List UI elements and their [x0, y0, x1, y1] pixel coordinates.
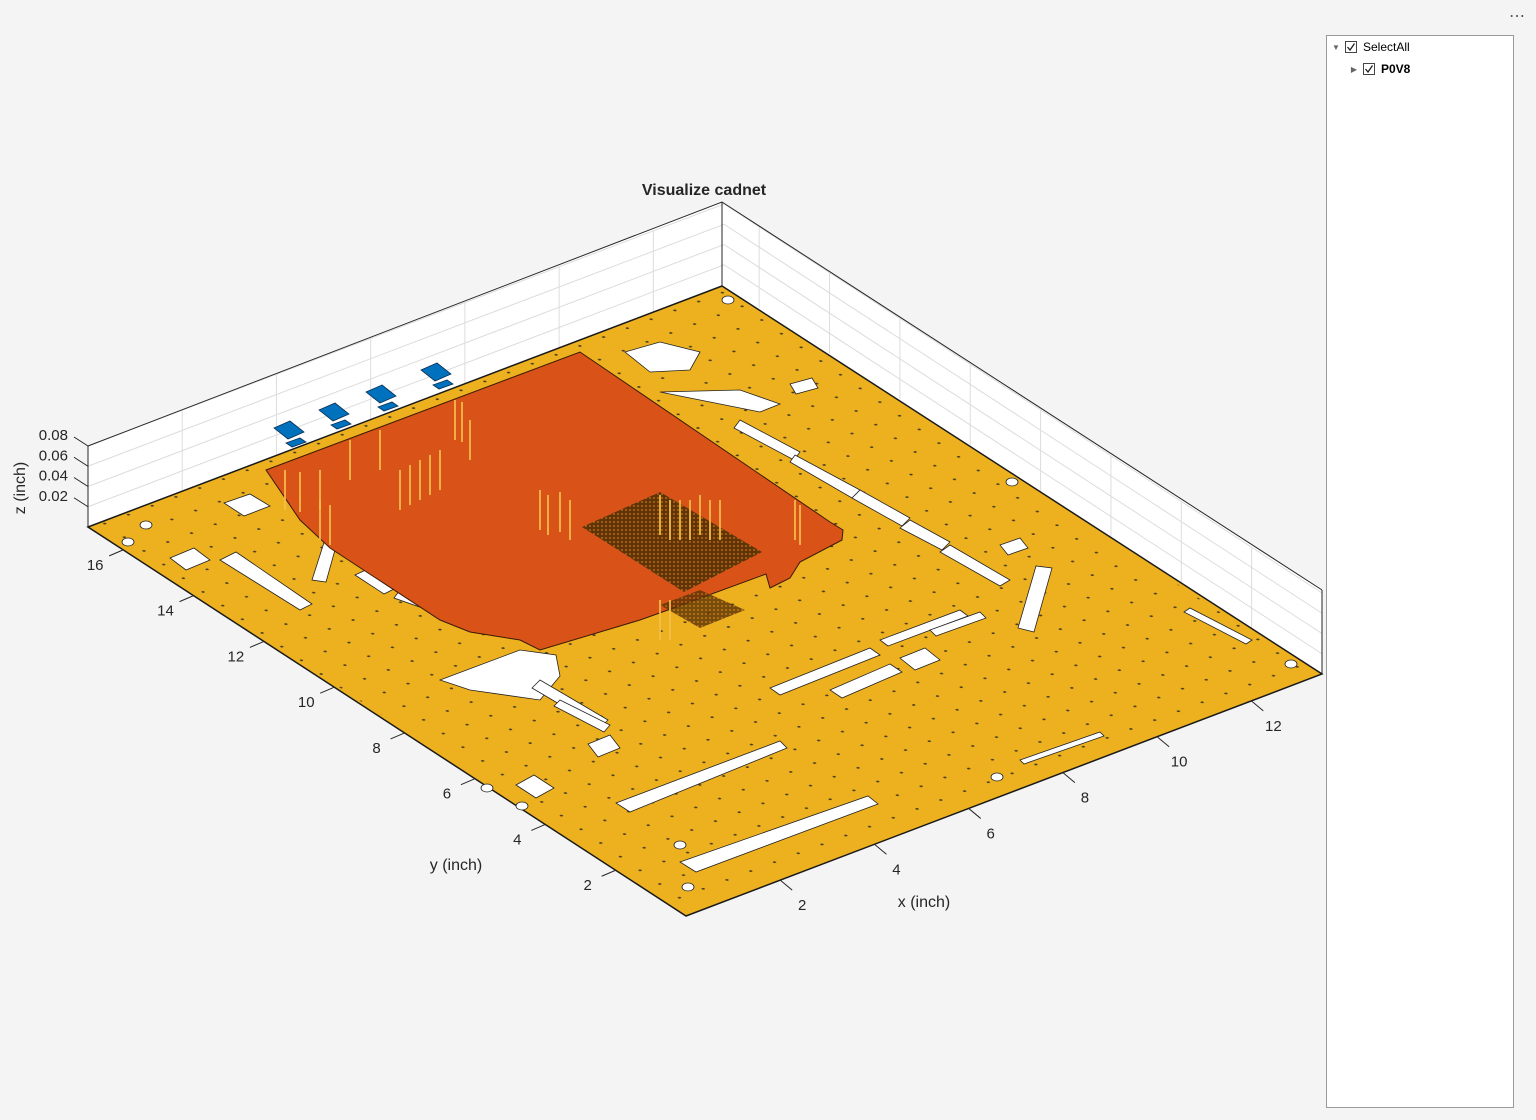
z-grid-line	[87, 223, 1323, 614]
x-tick-label: 2	[798, 897, 806, 914]
z-tick-mark	[73, 477, 89, 487]
y-tick-label: 6	[443, 786, 451, 803]
component-pad	[420, 362, 452, 382]
x-axis-label: x (inch)	[898, 894, 950, 911]
ellipsis-icon: ⋯	[1509, 8, 1526, 25]
z-tick-label: 0.06	[39, 447, 68, 464]
caret-right-icon[interactable]: ▶	[1350, 64, 1358, 74]
y-tick-mark	[601, 869, 616, 877]
y-tick-label: 4	[513, 831, 521, 848]
z-tick-label: 0.02	[39, 488, 68, 505]
selectall-checkbox[interactable]	[1345, 41, 1357, 53]
via-barrels	[284, 400, 801, 640]
axes-box	[87, 201, 1323, 674]
check-icon	[1365, 65, 1374, 74]
mounting-holes	[121, 295, 1298, 892]
y-tick-mark	[179, 595, 194, 603]
x-tick-label: 12	[1265, 718, 1282, 735]
bga-footprint	[582, 492, 762, 592]
z-tick-mark	[73, 436, 89, 447]
x-tick-mark	[779, 879, 793, 891]
z-tick-mark	[73, 456, 89, 467]
y-axis-label: y (inch)	[430, 857, 482, 874]
component-pad	[365, 384, 397, 404]
y-tick-mark	[249, 640, 265, 648]
p0v8-plane-layer[interactable]	[265, 351, 844, 651]
tree-node-p0v8[interactable]: ▶ P0V8	[1349, 62, 1410, 76]
z-grid-line	[87, 243, 1323, 634]
x-tick-mark	[968, 808, 981, 819]
y-tick-label: 8	[372, 740, 380, 757]
y-tick-label: 2	[583, 877, 591, 894]
x-tick-label: 8	[1081, 790, 1089, 807]
p0v8-checkbox[interactable]	[1363, 63, 1375, 75]
x-tick-label: 6	[986, 825, 994, 842]
tree-node-selectall[interactable]: ▼ SelectAll	[1331, 40, 1410, 54]
z-tick-label: 0.08	[39, 427, 68, 444]
y-tick-mark	[531, 824, 546, 831]
back-left-wall	[88, 202, 722, 527]
component-pad	[273, 420, 305, 440]
y-tick-label: 10	[298, 694, 315, 711]
tree-node-label: P0V8	[1381, 62, 1411, 76]
component-pad	[285, 437, 307, 448]
y-tick-mark	[390, 732, 405, 740]
top-component-pads[interactable]	[273, 362, 454, 448]
plane-cutouts	[169, 341, 1253, 873]
y-tick-label: 14	[157, 603, 174, 620]
tree-node-label: SelectAll	[1363, 40, 1410, 54]
grid-lines	[87, 203, 1323, 655]
y-tick-label: 12	[228, 648, 245, 665]
component-pad	[318, 402, 350, 422]
x-tick-label: 10	[1171, 754, 1188, 771]
z-axis-label: z (inch)	[12, 462, 29, 514]
axis-ticks: 2 4 6 8 10 12 2 4 6 8 10 12 14 16 0.02 0.04 0.06 0.08	[39, 427, 1282, 914]
x-tick-mark	[1156, 736, 1170, 748]
y-tick-label: 16	[87, 557, 104, 574]
x-tick-mark	[874, 843, 887, 855]
z-grid-line	[87, 264, 1323, 655]
component-pad	[377, 401, 399, 412]
y-tick-mark	[320, 686, 335, 694]
component-pad	[330, 419, 352, 430]
x-tick-mark	[1062, 772, 1076, 783]
component-pad	[432, 379, 454, 390]
z-tick-label: 0.04	[39, 468, 68, 485]
more-options-button[interactable]: ⋯	[1509, 6, 1526, 26]
x-tick-label: 4	[892, 861, 900, 878]
z-grid-line	[87, 203, 1323, 594]
chart-title: Visualize cadnet	[642, 182, 767, 199]
x-tick-mark	[1251, 700, 1264, 712]
net-tree-panel[interactable]: ▼ SelectAll ▶ P0V8	[1326, 35, 1514, 1108]
y-tick-mark	[460, 778, 476, 786]
check-icon	[1347, 43, 1356, 52]
z-tick-mark	[73, 497, 89, 508]
bga-footprint-underside	[660, 590, 745, 628]
caret-down-icon[interactable]: ▼	[1332, 42, 1340, 52]
y-tick-mark	[108, 549, 124, 557]
